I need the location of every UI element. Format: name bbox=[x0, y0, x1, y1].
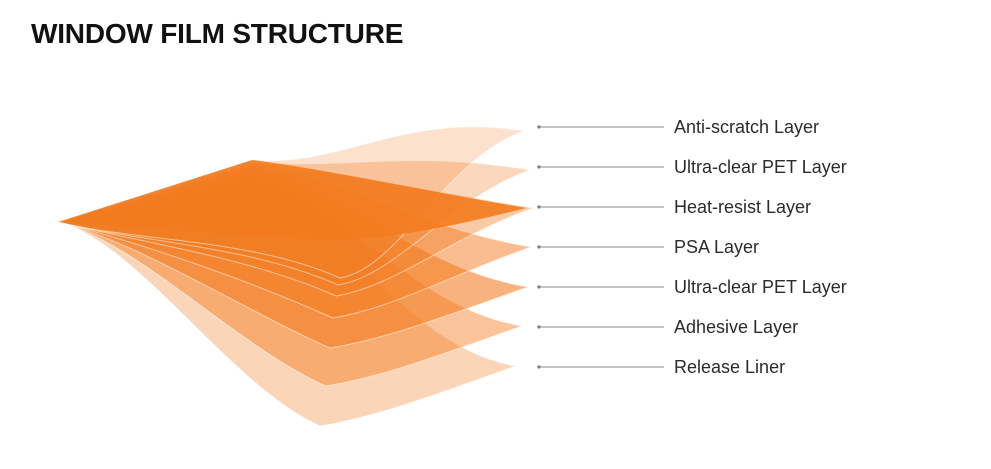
layer-label: Ultra-clear PET Layer bbox=[674, 277, 847, 297]
film-layers bbox=[56, 126, 534, 427]
layer-label: Ultra-clear PET Layer bbox=[674, 157, 847, 177]
layer-label: Anti-scratch Layer bbox=[674, 117, 819, 137]
film-top-surface bbox=[58, 160, 526, 240]
layer-label: PSA Layer bbox=[674, 237, 759, 257]
layer-label: Heat-resist Layer bbox=[674, 197, 811, 217]
layer-label: Adhesive Layer bbox=[674, 317, 798, 337]
page-title: WINDOW FILM STRUCTURE bbox=[31, 18, 404, 49]
layer-label: Release Liner bbox=[674, 357, 785, 377]
